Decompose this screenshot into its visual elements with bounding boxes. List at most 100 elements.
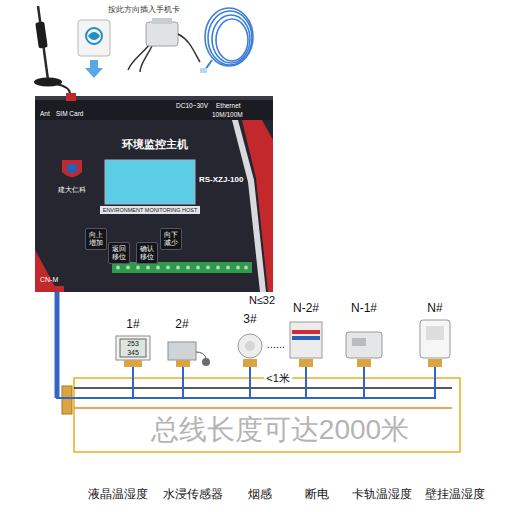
sensor-pictures — [120, 339, 146, 357]
ethernet-cable — [200, 8, 253, 73]
sensor-name: 断电 — [305, 488, 329, 502]
bus-wires — [74, 407, 452, 408]
sim-card — [78, 20, 110, 78]
wall-sensor: N#壁挂温湿度 — [420, 320, 450, 367]
sensor-name: 水浸传感器 — [163, 488, 223, 502]
power-adapter — [140, 46, 152, 72]
sensor-pictures — [245, 341, 255, 351]
ellipsis-mark: ...... — [267, 338, 285, 351]
host-housing — [126, 266, 130, 270]
antenna — [35, 21, 48, 48]
sensor-pictures — [116, 336, 150, 360]
host-housing — [146, 266, 150, 270]
sensor-pictures — [292, 336, 320, 340]
rail-sensor: N-1#卡轨温湿度 — [346, 330, 382, 367]
host-housing — [66, 93, 76, 101]
button-label: 向上 增加 — [89, 231, 103, 247]
sensor-pictures — [196, 352, 206, 358]
sensor-pictures — [176, 360, 190, 367]
bus-connector — [57, 292, 364, 398]
host-housing — [186, 266, 190, 270]
callout-number: 1# — [126, 318, 139, 332]
power-adapter — [128, 44, 150, 70]
port-label: SIM Card — [56, 110, 83, 117]
distance-note: <1米 — [264, 372, 292, 385]
host-housing — [176, 266, 180, 270]
power-adapter — [128, 18, 200, 72]
bus-connector — [57, 292, 133, 398]
model-number: RS-XZJ-100 — [199, 175, 243, 184]
instruction-note: 按此方向插入手机卡 — [108, 6, 180, 15]
callout-number: N-1# — [351, 302, 377, 316]
lcd-sensor: 1#253345液晶温湿度 — [116, 336, 150, 367]
ethernet-cable — [205, 8, 253, 66]
sensor-name: 液晶温湿度 — [88, 488, 148, 502]
bus-wires — [62, 386, 72, 414]
host-housing — [136, 266, 140, 270]
port-label: Ant — [40, 110, 50, 117]
port-label: CN-M — [40, 276, 58, 284]
panel-button: 返回 移位 — [108, 242, 130, 264]
port-label: DC10~30V — [176, 102, 208, 109]
watermark: 总线长度可达2000米 — [151, 414, 409, 446]
sensor-pictures — [168, 342, 196, 360]
button-label: 向下 减少 — [164, 231, 178, 247]
monitoring-host: 环境监控主机 Ant SIM Card DC10~30V Ethernet 10M/100… — [35, 100, 273, 292]
power-adapter — [178, 34, 200, 62]
host-housing — [196, 266, 200, 270]
sensor-pictures — [292, 330, 320, 334]
brand-name: 建大仁科 — [58, 186, 86, 194]
host-housing — [52, 286, 64, 292]
antenna — [56, 84, 70, 94]
button-label: 返回 移位 — [112, 245, 126, 261]
host-housing — [226, 266, 230, 270]
sensor-pictures — [243, 359, 257, 367]
callout-number: N-2# — [293, 302, 319, 316]
device-title: 环境监控主机 — [122, 138, 188, 151]
sensor-pictures — [299, 359, 313, 367]
sim-card — [85, 60, 103, 78]
sensor-pictures — [346, 332, 382, 358]
host-housing — [35, 100, 273, 292]
device-subtitle: ENVIRONMENT MONITORING HOST — [103, 207, 198, 214]
port-label: 10M/100M — [212, 111, 243, 118]
power-adapter — [152, 18, 172, 24]
panel-button: 向上 增加 — [85, 228, 107, 250]
button-label: 确认 移位 — [140, 245, 154, 261]
host-housing — [105, 160, 195, 204]
host-housing — [116, 266, 120, 270]
bus-connector — [57, 292, 183, 398]
ethernet-cable — [200, 68, 207, 73]
sensor-pictures — [238, 334, 262, 358]
sensor-pictures — [352, 338, 366, 346]
port-label: Ethernet — [216, 102, 241, 109]
host-housing — [166, 266, 170, 270]
bus-wires — [57, 292, 460, 452]
panel-button: 向下 减少 — [160, 228, 182, 250]
host-housing — [35, 100, 273, 120]
sensor-pictures — [290, 322, 322, 358]
lcd-reading: 345 — [127, 349, 139, 356]
host-housing — [35, 93, 273, 292]
bus-connector — [57, 292, 250, 398]
sim-card — [78, 20, 110, 56]
sensor-name: 卡轨温湿度 — [352, 488, 412, 502]
sensor-name: 壁挂温湿度 — [425, 488, 485, 502]
callout-number: 2# — [175, 318, 188, 332]
host-housing — [100, 206, 200, 214]
ethernet-cable — [208, 11, 252, 65]
smoke-sensor: 3#烟感 — [236, 334, 264, 367]
sensor-pictures — [357, 359, 371, 367]
host-housing — [62, 160, 82, 177]
callout-number: 3# — [243, 313, 256, 327]
panel-button: 确认 移位 — [136, 242, 158, 264]
sensor-pictures — [124, 360, 142, 367]
ethernet-cable — [216, 19, 248, 61]
bus-connector — [57, 292, 435, 398]
antenna — [34, 6, 70, 94]
sensor-pictures — [428, 359, 442, 367]
host-housing — [242, 120, 273, 292]
sensor-pictures — [426, 326, 444, 340]
sensor-pictures — [116, 320, 450, 367]
